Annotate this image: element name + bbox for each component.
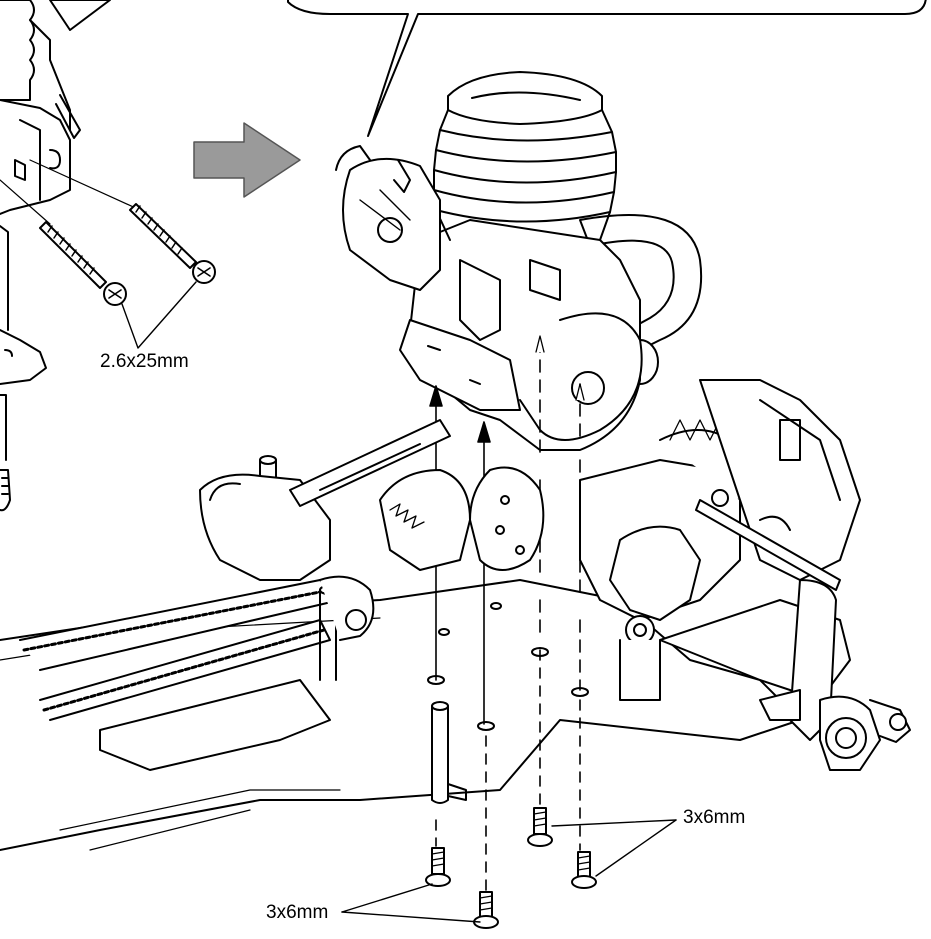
small-screw-1 (425, 847, 451, 887)
chassis (0, 419, 801, 851)
callout-bubble (287, 0, 927, 137)
long-screw-upper (29, 159, 216, 284)
engine (335, 71, 703, 451)
engine-mount-screw-label: 2.6x25mm (100, 351, 189, 372)
gearbox-suspension (579, 379, 911, 771)
small-screw-3 (527, 807, 553, 847)
direction-arrow (193, 122, 301, 198)
previous-engine-partial (0, 0, 111, 512)
chassis-screw-label-left: 3x6mm (266, 902, 329, 923)
chassis-screw-label-right: 3x6mm (683, 807, 746, 828)
long-screw-lower (0, 179, 127, 306)
screw-label-leaders (341, 819, 677, 923)
assembly-arrows (429, 335, 585, 891)
small-screw-2 (473, 891, 499, 929)
small-screw-4 (571, 851, 597, 889)
long-screw-leaders (121, 281, 197, 349)
